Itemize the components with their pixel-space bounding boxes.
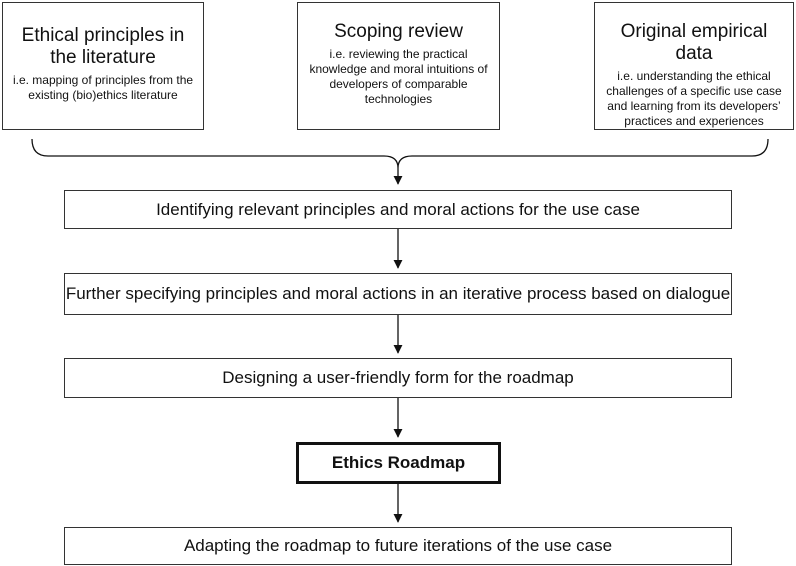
step-specify: Further specifying principles and moral …	[64, 273, 732, 315]
source-box-literature: Ethical principles in the literature i.e…	[2, 2, 204, 130]
source-description: i.e. reviewing the practical knowledge a…	[309, 47, 488, 106]
step-identify-label: Identifying relevant principles and mora…	[156, 199, 640, 219]
step-adapt-label: Adapting the roadmap to future iteration…	[183, 536, 613, 555]
source-description: i.e. mapping of principles from the exis…	[12, 73, 194, 102]
source-box-scoping-review: Scoping review i.e. reviewing the practi…	[297, 2, 500, 130]
ethics-roadmap-label: Ethics Roadmap	[331, 453, 466, 472]
source-description: i.e. understanding the ethical challenge…	[606, 69, 782, 128]
step-design-label: Designing a user-friendly form for the r…	[222, 368, 574, 387]
source-title: Ethical principles in the literature	[21, 25, 185, 68]
ethics-roadmap-box: Ethics Roadmap	[296, 442, 501, 484]
grouping-brace	[31, 138, 769, 169]
source-title: Scoping review	[334, 21, 463, 42]
step-adapt: Adapting the roadmap to future iteration…	[64, 527, 732, 565]
step-specify-label: Further specifying principles and moral …	[65, 284, 731, 303]
source-title: Original empirical data	[620, 21, 768, 64]
source-box-empirical-data: Original empirical data i.e. understandi…	[594, 2, 794, 130]
step-design: Designing a user-friendly form for the r…	[64, 358, 732, 398]
step-identify: Identifying relevant principles and mora…	[64, 190, 732, 229]
